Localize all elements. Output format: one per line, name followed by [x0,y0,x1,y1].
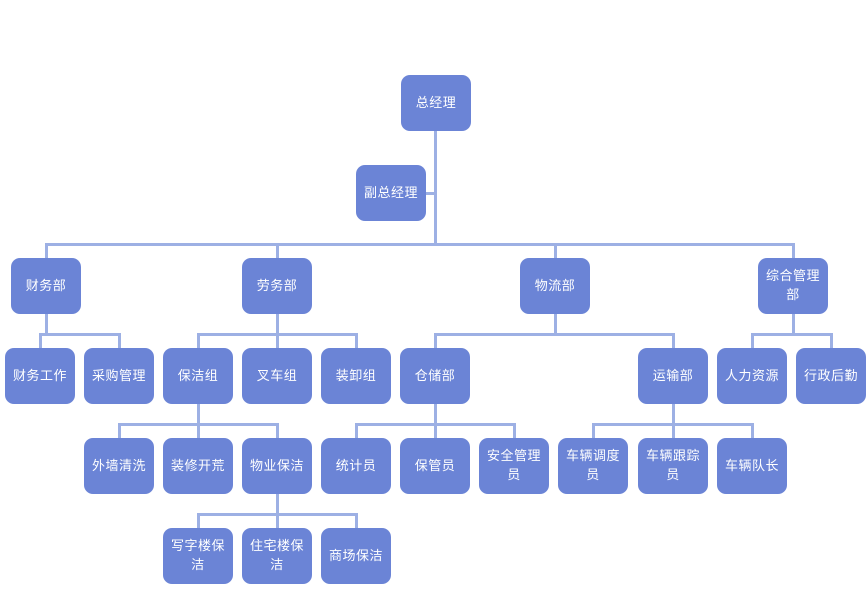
connector-finance-child2-drop [118,333,121,348]
connector-admin-stem [792,314,795,333]
connector-finance-dept-drop [45,243,48,258]
org-node-label: 综合管理部 [765,269,820,303]
org-node-n17[interactable]: 物业保洁 [242,438,312,494]
org-node-n11[interactable]: 仓储部 [400,348,470,404]
org-node-label: 财务工作 [12,368,67,384]
connector-labor-stem [276,314,279,333]
connector-cleaning-child1-drop [118,423,121,438]
org-node-label: 总经理 [415,95,457,111]
org-node-label: 仓储部 [414,368,456,384]
org-node-label: 劳务部 [256,278,298,294]
org-node-label: 财务部 [25,278,67,294]
org-node-label: 叉车组 [256,368,298,384]
org-node-n18[interactable]: 统计员 [321,438,391,494]
org-node-label: 装卸组 [335,368,377,384]
connector-labor-child1-drop [197,333,200,348]
org-node-label: 保洁组 [177,368,219,384]
org-node-n19[interactable]: 保管员 [400,438,470,494]
connector-finance-stem [45,314,48,333]
org-node-n14[interactable]: 行政后勤 [796,348,866,404]
connector-transport-child2-drop [672,423,675,438]
org-node-label: 车辆跟踪员 [645,449,700,483]
connector-property-child2-drop [276,513,279,528]
connector-cleaning-stem [197,404,200,423]
connector-labor-dept-drop [276,243,279,258]
org-node-n23[interactable]: 车辆队长 [717,438,787,494]
org-node-n3[interactable]: 劳务部 [242,258,312,314]
org-node-n9[interactable]: 叉车组 [242,348,312,404]
connector-labor-child3-drop [355,333,358,348]
connector-warehouse-child1-drop [355,423,358,438]
connector-transport-stem [672,404,675,423]
org-node-n26[interactable]: 商场保洁 [321,528,391,584]
org-node-n21[interactable]: 车辆调度员 [558,438,628,494]
org-node-label: 统计员 [335,458,377,474]
connector-admin-dept-drop [792,243,795,258]
org-node-label: 运输部 [652,368,694,384]
org-node-label: 行政后勤 [803,368,858,384]
org-node-n22[interactable]: 车辆跟踪员 [638,438,708,494]
org-node-label: 装修开荒 [170,458,225,474]
connector-property-child3-drop [355,513,358,528]
org-node-n15[interactable]: 外墙清洗 [84,438,154,494]
connector-transport-child1-drop [592,423,595,438]
org-node-n7[interactable]: 采购管理 [84,348,154,404]
connector-warehouse-stem [434,404,437,423]
org-node-label: 外墙清洗 [91,458,146,474]
connector-warehouse-child2-drop [434,423,437,438]
org-node-label: 商场保洁 [328,548,383,564]
org-node-n13[interactable]: 人力资源 [717,348,787,404]
org-node-label: 人力资源 [724,368,779,384]
connector-property-clean-stem [276,494,279,513]
org-node-n16[interactable]: 装修开荒 [163,438,233,494]
org-node-label: 安全管理员 [486,449,541,483]
connector-admin-child2-drop [830,333,833,348]
connector-logistics-child2-drop [672,333,675,348]
connector-property-child1-drop [197,513,200,528]
org-node-n20[interactable]: 安全管理员 [479,438,549,494]
org-node-n5[interactable]: 综合管理部 [758,258,828,314]
org-node-n1[interactable]: 副总经理 [356,165,426,221]
org-node-label: 车辆调度员 [565,449,620,483]
org-node-label: 保管员 [414,458,456,474]
connector-cleaning-child2-drop [197,423,200,438]
connector-labor-child2-drop [276,333,279,348]
org-node-n0[interactable]: 总经理 [401,75,471,131]
connector-admin-children-bus [751,333,831,336]
org-node-n24[interactable]: 写字楼保洁 [163,528,233,584]
connector-warehouse-child3-drop [513,423,516,438]
org-node-label: 物业保洁 [249,458,304,474]
org-node-label: 写字楼保洁 [170,539,225,573]
org-node-n10[interactable]: 装卸组 [321,348,391,404]
org-node-n8[interactable]: 保洁组 [163,348,233,404]
connector-logistics-children-bus [434,333,673,336]
connector-gm-to-deputy-stub [426,192,436,195]
org-node-n12[interactable]: 运输部 [638,348,708,404]
org-node-label: 车辆队长 [724,458,779,474]
org-node-n25[interactable]: 住宅楼保洁 [242,528,312,584]
org-node-n6[interactable]: 财务工作 [5,348,75,404]
connector-logistics-stem [554,314,557,333]
org-node-label: 住宅楼保洁 [249,539,304,573]
connector-finance-children-bus [39,333,119,336]
connector-logistics-child1-drop [434,333,437,348]
org-node-label: 副总经理 [363,185,418,201]
connector-gm-to-bus-vertical [434,131,437,243]
connector-cleaning-child3-drop [276,423,279,438]
connector-transport-child3-drop [751,423,754,438]
connector-level3-bus-horizontal [45,243,794,246]
org-node-label: 物流部 [534,278,576,294]
org-node-n2[interactable]: 财务部 [11,258,81,314]
org-node-n4[interactable]: 物流部 [520,258,590,314]
connector-finance-child1-drop [39,333,42,348]
connector-logistics-dept-drop [554,243,557,258]
connector-admin-child1-drop [751,333,754,348]
org-node-label: 采购管理 [91,368,146,384]
